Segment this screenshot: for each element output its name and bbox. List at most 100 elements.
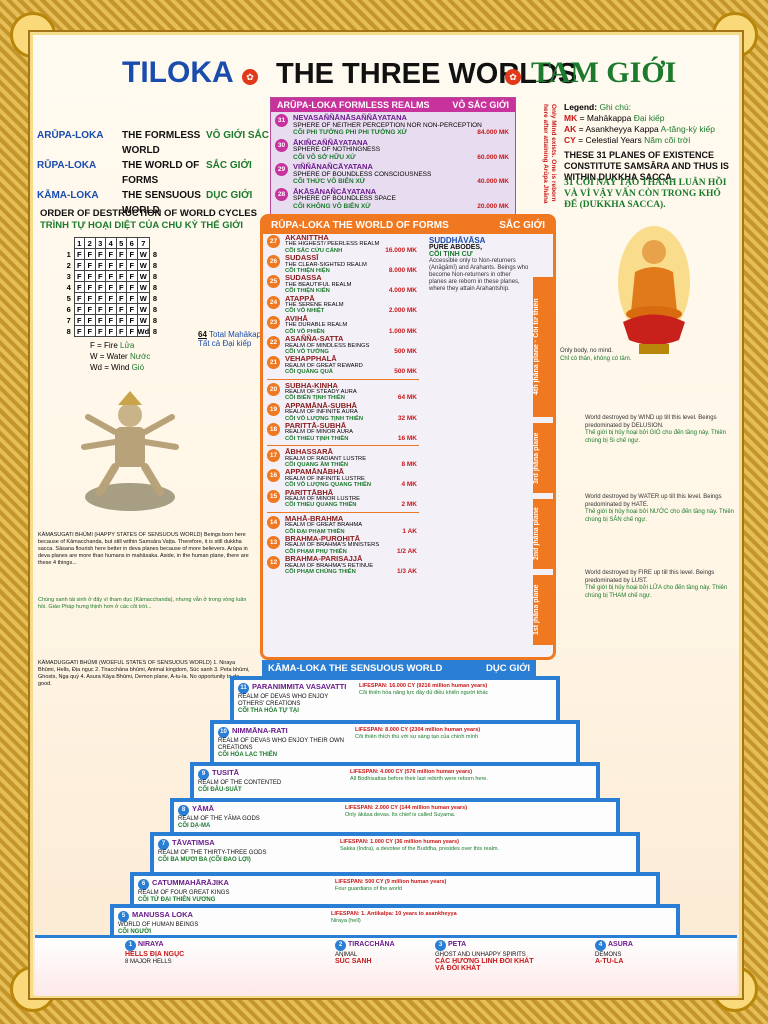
step-vn: CÕI BA MƯƠI BA (CÕI ĐAO LỢI) [158,857,251,863]
realm-name: ASAÑÑA-SATTA [285,334,344,344]
jhana-1: 1st jhāna plane [533,575,553,645]
legend-value: = Mahākappa [579,113,632,123]
kamaduggati-text: KĀMADUGGATI BHŪMI (WOEFUL STATES OF SENS… [38,660,250,687]
planes-text-en: THESE 31 PLANES OF EXISTENCE CONSTITUTE … [564,150,729,182]
arupa-header: ARŪPA-LOKA FORMLESS REALMS VÔ SẮC GIỚI [271,98,515,112]
legend-value: = Asankheyya Kappa [578,124,659,134]
rupa-loka-box: RŪPA-LOKA THE WORLD OF FORMS SẮC GIỚI 27… [260,214,556,660]
legend-row: W = Water Nước [90,351,150,362]
realm-number: 30 [275,138,288,152]
realm-number: 1 [125,940,136,951]
grid-cell: 3 [66,271,71,281]
realm-lifespan: 1/3 AK [397,568,417,576]
grid-cell: 2 [66,260,71,270]
realm-name: ĀBHASSARĀ [285,447,333,457]
realm-vn: CÕI KHÔNG VÔ BIÊN XỨ [293,202,371,210]
legend-item: CY = Celestial Years Năm cõi trời [564,135,715,146]
step-number: 9 [198,769,209,780]
pure-abodes: SUDDHĀVĀSA PURE ABODES, CÕI TỊNH CƯ Acce… [429,237,529,293]
realm-name: VEHAPPHALĀ [285,354,337,364]
realm-name: ASURA [608,941,633,948]
step-name: MANUSSA LOKA [132,910,193,919]
note-vn: Thế giới bị hủy hoại bởi NƯỚC cho đến tầ… [585,509,734,523]
grid-cell: F [84,292,96,304]
legend-key: AK [564,124,577,134]
grid-cell: 8 [152,293,157,303]
realm-number: 12 [267,556,280,570]
deity-figure [81,391,179,511]
legend-box: Legend: Ghi chú: MK = Mahākappa Đại kiếp… [564,102,715,146]
realm-vn: CÕI QUANG ÂM THIÊN [285,462,349,468]
legend-key: Wd = Wind [90,363,130,372]
world-en: THE SENSUOUS WORLD [122,190,201,216]
realm-lifespan: 2 MK [401,501,417,509]
legend-title-vn: Ghi chú: [599,102,632,112]
grid-cell: F [115,248,127,260]
grid-cell: 8 [152,326,157,336]
grid-cell: 5 [66,293,71,303]
grid-cell: W [136,259,151,271]
world-en: THE FORMLESS WORLD [122,130,201,156]
element-legend: F = Fire Lửa W = Water Nước Wd = Wind Gi… [90,340,150,373]
grid-cell: F [115,303,127,315]
lotus-icon: ✿ [242,69,258,85]
realm-vn: CÕI VÔ PHIỀN [285,328,325,335]
realm-sub: DEMONS [595,952,622,958]
realm-en: SPHERE OF NEITHER PERCEPTION NOR NON-PER… [293,121,482,129]
realm-lifespan: 1.000 MK [388,327,417,335]
grid-cell: F [105,303,117,315]
destruction-title-vn: TRÌNH TỰ HOẠI DIỆT CỦA CHU KỲ THẾ GIỚI [40,220,243,231]
grid-cell: F [94,259,106,271]
world-pali: RŪPA-LOKA [37,160,97,171]
step-number: 6 [138,879,149,890]
poster: TILOKA ✿ THE THREE WORLDS ✿ TAM GIỚI ARŪ… [28,30,744,1000]
realm-lifespan: 2.000 MK [388,307,417,315]
grid-header-cell: 6 [126,237,138,249]
world-pali: ARŪPA-LOKA [37,130,104,141]
realm-name: ATAPPĀ [285,293,315,303]
kamasugati-text: KĀMASUGATI BHŪMI (HAPPY STATES OF SENSUO… [38,532,249,566]
realm-vn: CÕI THIỂU QUANG THIÊN [285,502,357,509]
grid-cell: F [73,292,85,304]
realm-en: THE SERENE REALM [285,302,344,309]
grid-cell: F [84,314,96,326]
grid-cell: F [73,325,85,337]
arupa-title: ARŪPA-LOKA FORMLESS REALMS [277,100,430,110]
grid-cell: F [94,281,106,293]
step-lifespan: LIFESPAN: 1. Antikalpa: 10 years to asan… [331,911,457,917]
realm-sub: ANIMAL [335,952,358,958]
realm-name: NIRAYA [138,941,164,948]
realm-number: 23 [267,315,280,329]
realm-number: 15 [267,489,280,503]
realm-lifespan: 84.000 MK [477,129,509,136]
legend-title: Legend: Ghi chú: [564,102,715,113]
step-name: TĀVATIMSA [172,838,215,847]
realm-number: 21 [267,356,280,370]
grid-cell: W [136,248,151,260]
realm-en: THE BEAUTIFUL REALM [285,281,352,288]
realm-lifespan: 40.000 MK [477,178,509,185]
realm-vn: CÕI THIỆN KIẾN [285,288,330,295]
realm-name: SUBHA-KINHA [285,380,338,390]
step-lifespan: LIFESPAN: 1.000 CY (36 million human yea… [340,839,459,845]
arupa-title-vn: VÔ SẮC GIỚI [452,100,509,110]
realm-number: 25 [267,275,280,289]
realm-name: SUDASSA [285,273,322,283]
grid-cell: F [84,270,96,282]
grid-cell: F [73,281,85,293]
grid-header-cell: 4 [105,237,117,249]
